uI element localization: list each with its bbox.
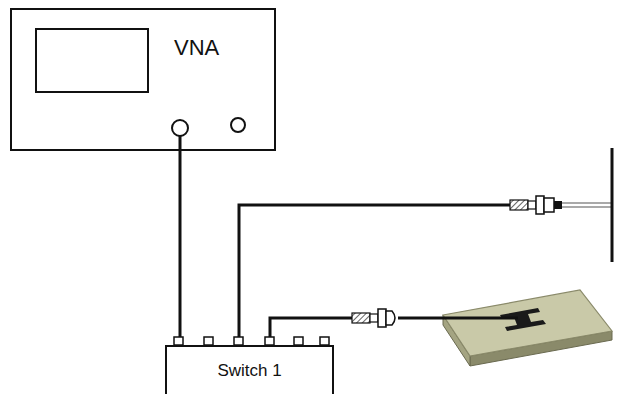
cable [270,318,352,337]
cable [179,136,182,150]
dipole-antenna [611,148,614,262]
node-label: Switch 1 [217,361,281,381]
switch-ports [174,337,329,345]
node-label: VNA [174,35,219,61]
feed-line [398,317,518,320]
vna-screen [36,29,148,92]
vna-port [172,120,188,136]
vna-port [231,118,245,132]
cable [179,151,182,337]
switch-box: Switch 1 [165,345,334,394]
patch-antenna [443,290,612,356]
coax-connector [352,313,370,323]
analyzer-box: VNA [10,8,276,151]
coax-connector [510,200,528,210]
